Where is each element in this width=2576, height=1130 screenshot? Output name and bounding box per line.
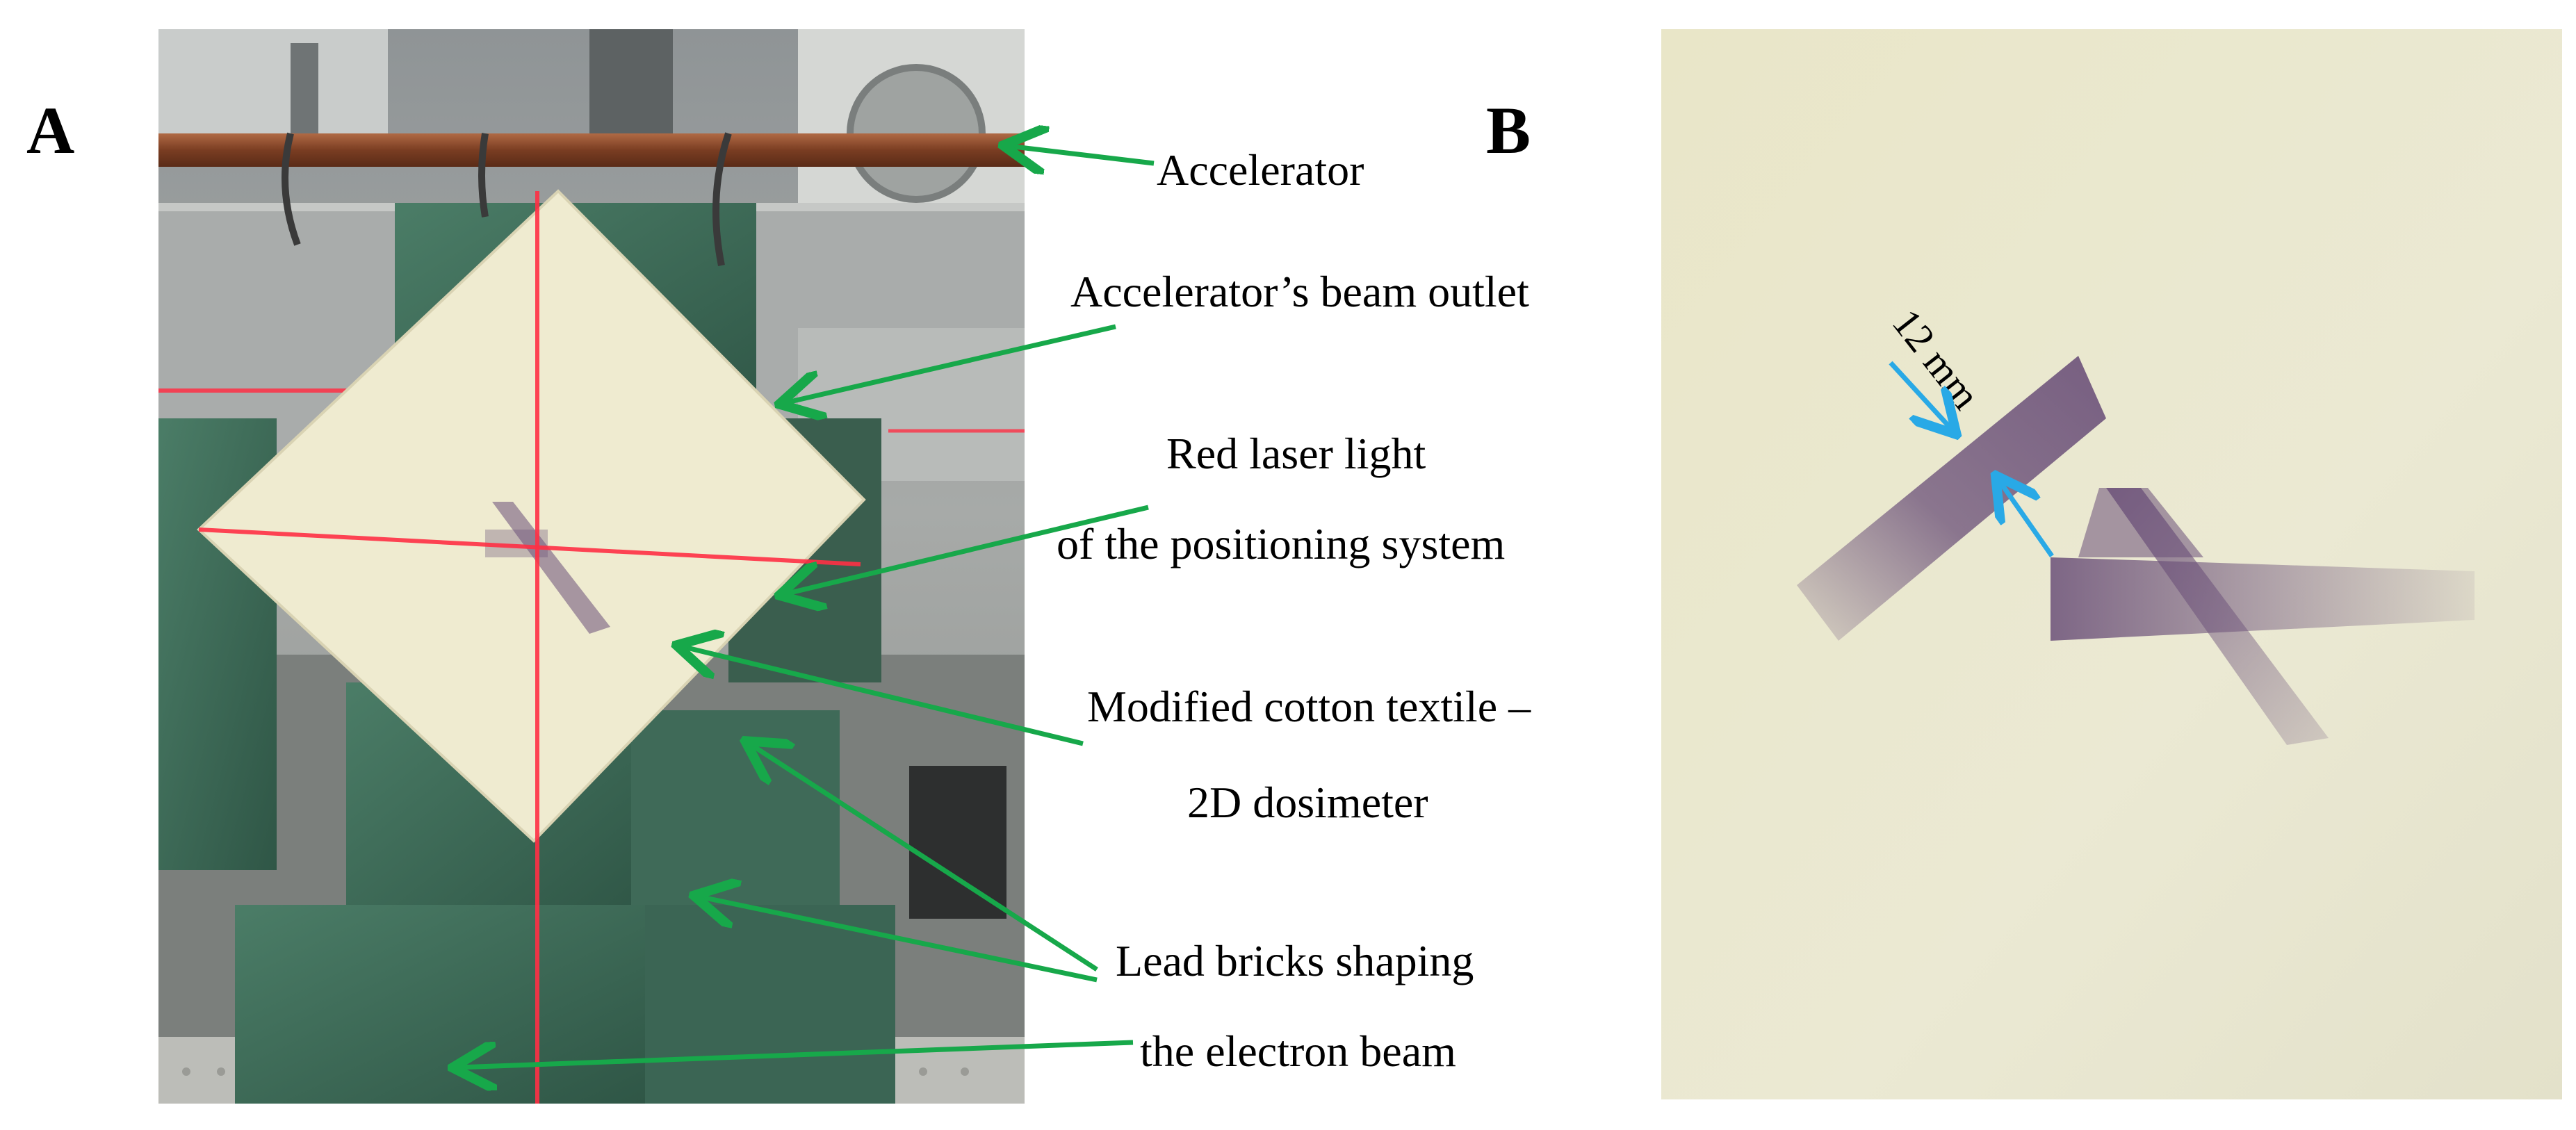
- label-bricks-line2: the electron beam: [1140, 1026, 1456, 1076]
- label-textile-line1: Modified cotton textile –: [1087, 682, 1531, 731]
- label-bricks-line1: Lead bricks shaping: [1116, 936, 1474, 985]
- label-laser-line2: of the positioning system: [1057, 519, 1506, 568]
- label-beam-outlet: Accelerator’s beam outlet: [1070, 267, 1529, 316]
- panel-label-a: A: [26, 93, 75, 167]
- panel-label-b: B: [1486, 93, 1531, 167]
- arrow-accelerator: [1008, 146, 1155, 163]
- label-textile-line2: 2D dosimeter: [1187, 778, 1428, 827]
- setup-photo: [158, 29, 1025, 1104]
- label-accelerator: Accelerator: [1157, 145, 1364, 195]
- dosimeter-photo: [1661, 29, 2562, 1099]
- label-laser-line1: Red laser light: [1166, 429, 1426, 478]
